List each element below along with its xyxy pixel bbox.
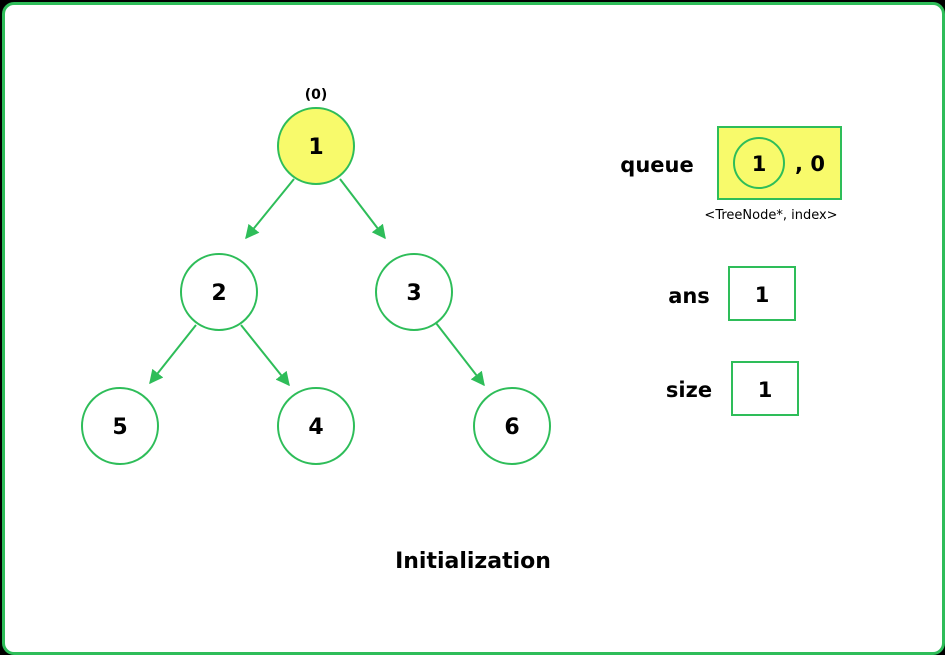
queue-node-circle — [733, 137, 785, 189]
node-label: 5 — [112, 415, 127, 440]
tree-node-1: 1 — [277, 107, 355, 185]
tree-node-5: 5 — [81, 387, 159, 465]
diagram-caption: Initialization — [395, 549, 551, 574]
queue-node-value: 1 — [752, 152, 767, 176]
queue-label: queue — [620, 153, 693, 177]
size-value: 1 — [758, 378, 773, 402]
tree-node-4: 4 — [277, 387, 355, 465]
node-label: 6 — [504, 415, 519, 440]
edge-2-4 — [240, 324, 290, 387]
node-label: 1 — [308, 135, 323, 160]
ans-box: 1 — [728, 266, 796, 321]
edge-3-6 — [435, 322, 485, 387]
node-label: 3 — [406, 281, 421, 306]
edge-1-2 — [245, 178, 295, 240]
size-box: 1 — [731, 361, 799, 416]
queue-type-note: <TreeNode*, index> — [704, 208, 837, 223]
tree-node-3: 3 — [375, 253, 453, 331]
queue-index-value: , 0 — [795, 152, 825, 176]
node-label: 2 — [211, 281, 226, 306]
node-label: 4 — [308, 415, 323, 440]
root-index-label: (0) — [305, 87, 328, 103]
tree-node-2: 2 — [180, 253, 258, 331]
edge-1-3 — [339, 178, 386, 240]
queue-box: 1 , 0 — [717, 126, 842, 200]
ans-value: 1 — [755, 283, 770, 307]
tree-node-6: 6 — [473, 387, 551, 465]
ans-label: ans — [668, 284, 710, 308]
size-label: size — [666, 378, 712, 402]
edge-2-5 — [149, 324, 197, 385]
